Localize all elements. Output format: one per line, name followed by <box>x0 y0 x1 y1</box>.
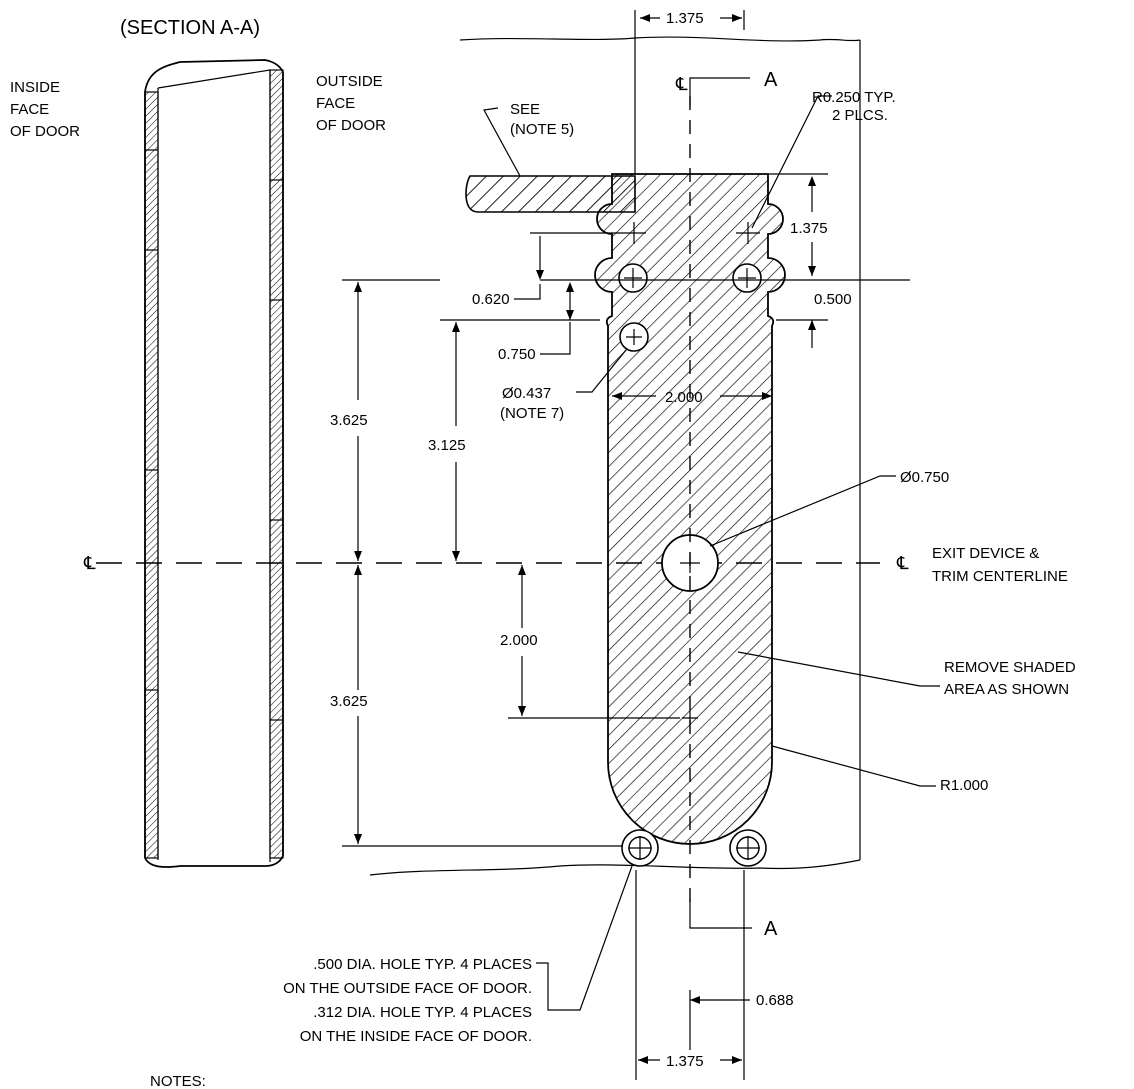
bottom-mounting-holes <box>621 829 767 867</box>
svg-text:ON THE OUTSIDE FACE OF DOOR.: ON THE OUTSIDE FACE OF DOOR. <box>283 980 532 997</box>
svg-text:Ø0.437: Ø0.437 <box>502 385 551 402</box>
svg-text:TRIM CENTERLINE: TRIM CENTERLINE <box>932 568 1068 585</box>
dim-top-width: 1.375 <box>640 10 742 27</box>
svg-text:AREA AS SHOWN: AREA AS SHOWN <box>944 681 1069 698</box>
svg-text:REMOVE SHADED: REMOVE SHADED <box>944 659 1076 676</box>
svg-text:ON THE INSIDE FACE OF DOOR.: ON THE INSIDE FACE OF DOOR. <box>300 1028 532 1045</box>
svg-text:0.750: 0.750 <box>498 346 536 363</box>
svg-text:0.688: 0.688 <box>756 992 794 1009</box>
remove-shaded-callout: REMOVE SHADED AREA AS SHOWN <box>737 651 1076 698</box>
svg-text:INSIDE: INSIDE <box>10 79 60 96</box>
dim-left-750: 0.750 <box>440 282 600 363</box>
see-note-plate: SEE (NOTE 5) <box>465 101 636 213</box>
section-marker-bottom: A <box>689 900 778 940</box>
dim-hole-0437: Ø0.437 (NOTE 7) <box>500 349 627 422</box>
section-marker-top: A <box>689 69 778 106</box>
svg-text:3.625: 3.625 <box>330 693 368 710</box>
svg-text:1.375: 1.375 <box>666 10 704 27</box>
dim-r0250-leader: R0.250 TYP. 2 PLCS. <box>751 89 896 229</box>
dim-outer-upper: 3.625 <box>330 279 440 561</box>
outside-face-label: OUTSIDE FACE OF DOOR <box>316 73 386 134</box>
inside-face-label: INSIDE FACE OF DOOR <box>10 79 80 140</box>
dim-left-620: 0.620 <box>472 232 622 308</box>
centerline-symbol-left: ℄ <box>83 553 96 573</box>
exit-device-centerline: ℄ ℄ EXIT DEVICE & TRIM CENTERLINE <box>83 545 1068 585</box>
svg-text:2 PLCS.: 2 PLCS. <box>832 107 888 124</box>
dim-right-lower: 0.500 <box>776 291 852 348</box>
svg-text:A: A <box>764 918 778 940</box>
dim-radius-bottom: R1.000 <box>771 745 988 794</box>
svg-text:EXIT DEVICE &: EXIT DEVICE & <box>932 545 1039 562</box>
door-section-outline <box>144 59 284 868</box>
dim-right-upper: 1.375 <box>540 173 910 281</box>
svg-text:Ø0.750: Ø0.750 <box>900 469 949 486</box>
dim-outer-lower: 3.625 <box>330 565 622 847</box>
exit-device-label: EXIT DEVICE & TRIM CENTERLINE <box>932 545 1068 585</box>
section-title: (SECTION A-A) <box>120 17 260 39</box>
svg-text:R0.250 TYP.: R0.250 TYP. <box>812 89 896 106</box>
dim-bottom-width: 1.375 <box>635 870 745 1080</box>
svg-text:OF DOOR: OF DOOR <box>10 123 80 140</box>
section-view: (SECTION A-A) INSIDE FACE OF DOOR OUTSID… <box>10 17 386 868</box>
svg-text:OF DOOR: OF DOOR <box>316 117 386 134</box>
svg-text:FACE: FACE <box>316 95 355 112</box>
svg-text:2.000: 2.000 <box>500 632 538 649</box>
centerline-symbol-top: ℄ <box>675 74 688 94</box>
svg-text:0.500: 0.500 <box>814 291 852 308</box>
svg-text:(NOTE 7): (NOTE 7) <box>500 405 564 422</box>
dim-inner-upper: 3.125 <box>428 322 466 561</box>
svg-text:(NOTE 5): (NOTE 5) <box>510 121 574 138</box>
vertical-centerline: ℄ <box>675 74 691 905</box>
svg-text:2.000: 2.000 <box>665 389 703 406</box>
dim-center-to-arc: 2.000 <box>500 565 680 719</box>
svg-text:OUTSIDE: OUTSIDE <box>316 73 383 90</box>
svg-text:3.625: 3.625 <box>330 412 368 429</box>
dim-center-hole: Ø0.750 <box>709 469 949 547</box>
svg-text:1.375: 1.375 <box>790 220 828 237</box>
svg-text:1.375: 1.375 <box>666 1053 704 1070</box>
notes-heading: NOTES: <box>150 1073 206 1089</box>
svg-text:.312 DIA. HOLE TYP. 4 PLACES: .312 DIA. HOLE TYP. 4 PLACES <box>313 1004 532 1021</box>
svg-text:0.620: 0.620 <box>472 291 510 308</box>
dim-bottom-offset: 0.688 <box>689 990 794 1050</box>
dim-slot-width: 2.000 <box>612 389 772 406</box>
centerline-symbol-right: ℄ <box>896 553 909 573</box>
svg-text:FACE: FACE <box>10 101 49 118</box>
svg-text:3.125: 3.125 <box>428 437 466 454</box>
svg-text:.500 DIA. HOLE TYP. 4 PLACES: .500 DIA. HOLE TYP. 4 PLACES <box>313 956 532 973</box>
svg-text:SEE: SEE <box>510 101 540 118</box>
svg-text:A: A <box>764 69 778 91</box>
hole-note: .500 DIA. HOLE TYP. 4 PLACES ON THE OUTS… <box>283 865 633 1045</box>
svg-text:R1.000: R1.000 <box>940 777 988 794</box>
